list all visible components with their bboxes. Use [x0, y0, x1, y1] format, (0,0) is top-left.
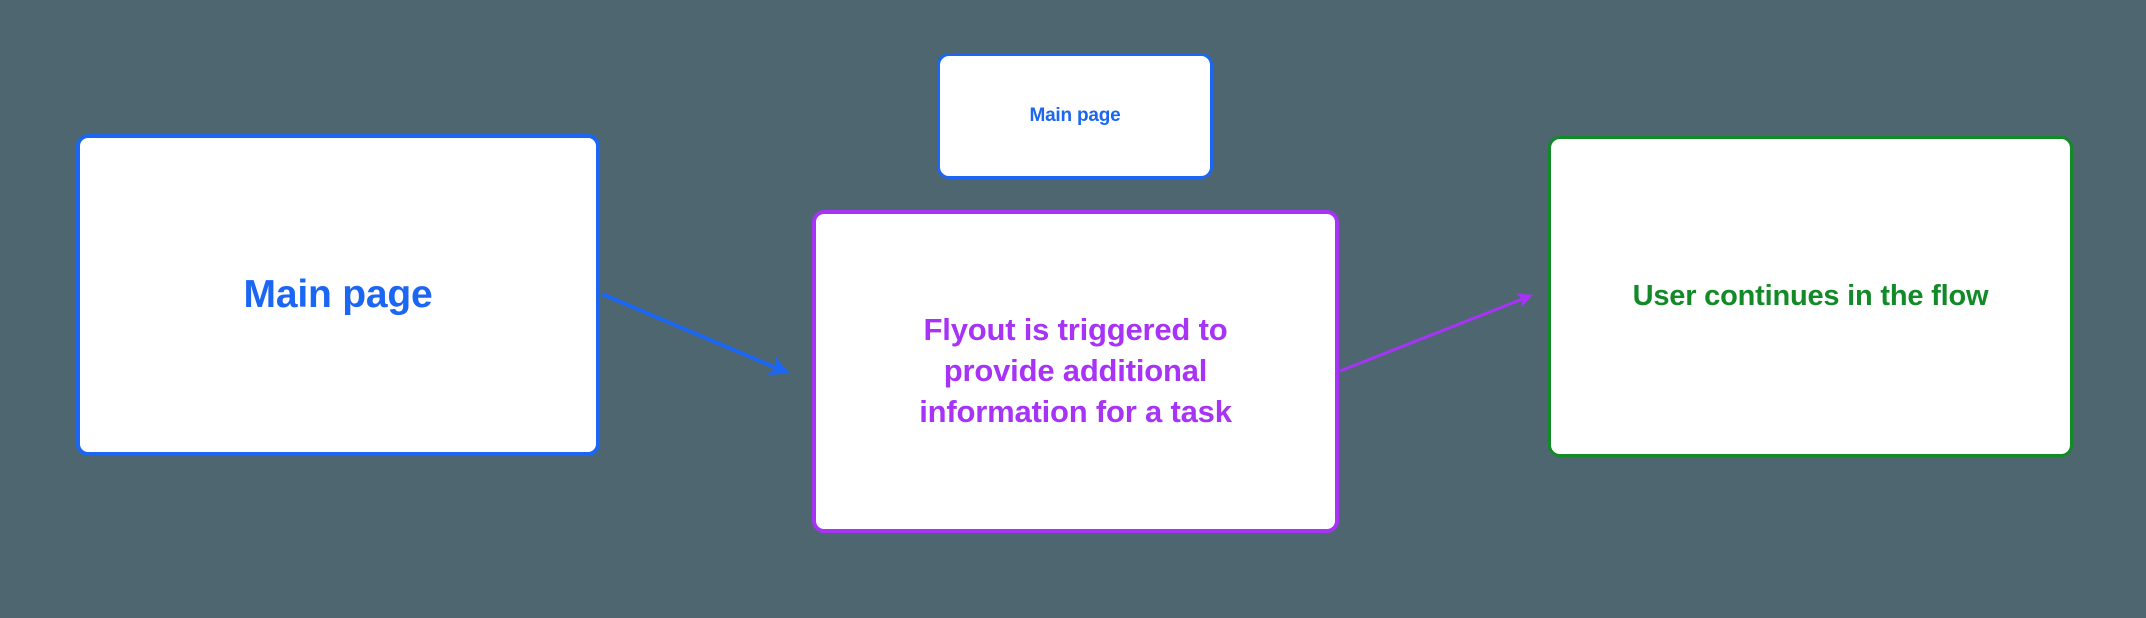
edge-flyout-to-user-continues [1339, 293, 1533, 373]
edge-main-page-to-flyout [601, 292, 790, 375]
node-flyout-label-line-1: Flyout is triggered to [923, 312, 1228, 348]
node-flyout-label: Flyout is triggered to provide additiona… [893, 310, 1258, 433]
node-main-page-small-label: Main page [1029, 104, 1121, 126]
node-flyout-label-line-3: information for a task [919, 393, 1232, 429]
node-user-continues-label: User continues in the flow [1632, 280, 1989, 313]
node-flyout-label-line-2: provide additional [943, 353, 1208, 389]
node-main-page[interactable]: Main page [76, 134, 600, 456]
node-flyout[interactable]: Flyout is triggered to provide additiona… [812, 210, 1339, 533]
node-main-page-label: Main page [243, 272, 433, 316]
node-main-page-small[interactable]: Main page [937, 53, 1213, 179]
node-user-continues[interactable]: User continues in the flow [1548, 136, 2073, 457]
